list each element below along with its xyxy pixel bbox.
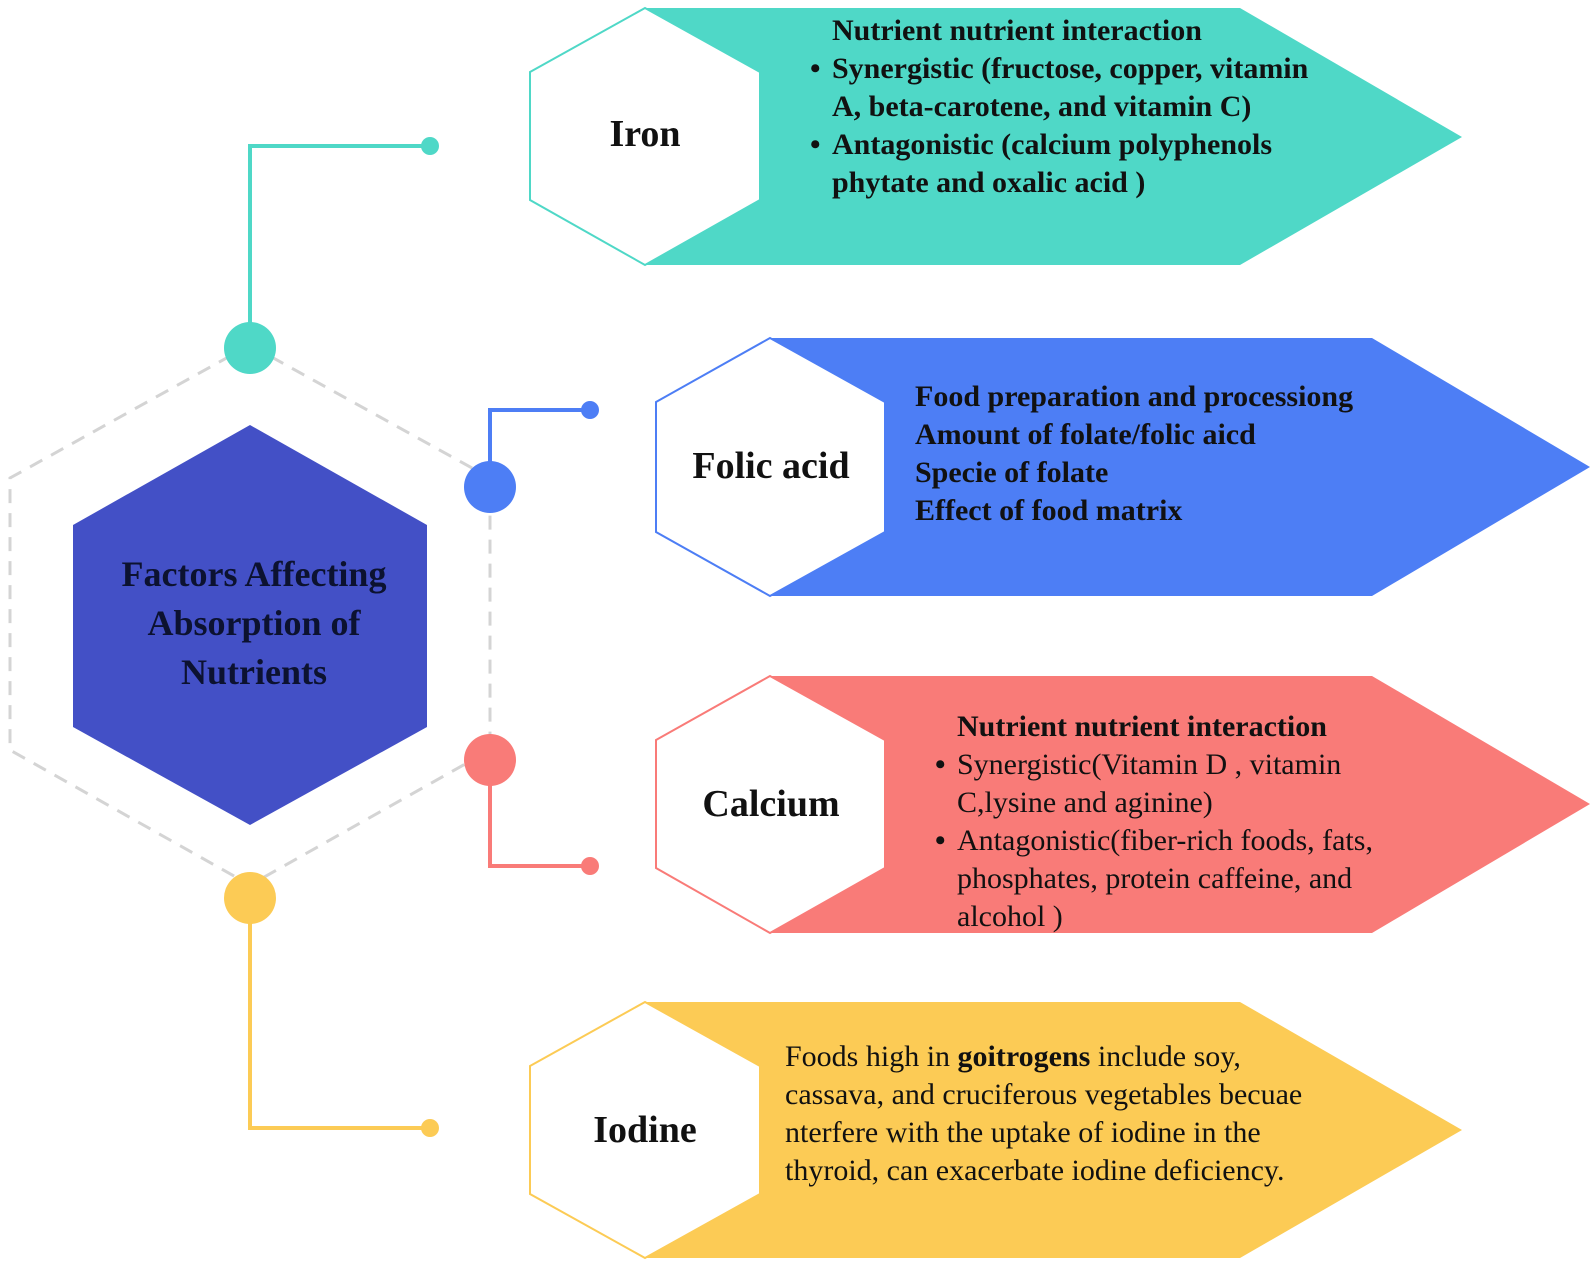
calcium-connector xyxy=(464,734,599,875)
calcium-bullet-synergistic: Synergistic(Vitamin D , vitamin C,lysine… xyxy=(935,746,1405,822)
iodine-connector xyxy=(224,872,439,1137)
folic-text: Food preparation and processiong Amount … xyxy=(915,378,1435,530)
folic-acid-label: Folic acid xyxy=(692,445,850,487)
iron-bullet-antagonistic: Antagonistic (calcium polyphenols phytat… xyxy=(810,126,1330,202)
folic-line-2: Amount of folate/folic aicd xyxy=(915,418,1256,451)
folic-line-3: Specie of folate xyxy=(915,456,1109,489)
center-hexagon xyxy=(73,425,427,825)
iron-heading: Nutrient nutrient interaction xyxy=(832,14,1202,47)
calcium-text: Nutrient nutrient interaction Synergisti… xyxy=(935,708,1405,936)
folic-connector xyxy=(464,401,599,513)
calcium-bullet-antagonistic: Antagonistic(fiber-rich foods, fats, pho… xyxy=(935,822,1405,936)
iodine-label: Iodine xyxy=(593,1109,697,1151)
folic-line-4: Effect of food matrix xyxy=(915,494,1183,527)
iron-bullet-synergistic: Synergistic (fructose, copper, vitamin A… xyxy=(810,50,1330,126)
iodine-text: Foods high in goitrogens include soy, ca… xyxy=(785,1038,1315,1190)
calcium-bullet-list: Synergistic(Vitamin D , vitamin C,lysine… xyxy=(935,746,1405,936)
iodine-text-after: include soy, cassava, and cruciferous ve… xyxy=(785,1040,1303,1187)
iodine-card xyxy=(529,1000,1462,1260)
folic-line-1: Food preparation and processiong xyxy=(915,380,1354,413)
iron-label: Iron xyxy=(609,113,681,155)
iron-connector xyxy=(224,137,439,374)
iodine-text-before: Foods high in xyxy=(785,1040,958,1073)
calcium-label: Calcium xyxy=(702,783,840,825)
iodine-text-goitrogens: goitrogens xyxy=(957,1040,1091,1073)
iron-bullet-list: Synergistic (fructose, copper, vitamin A… xyxy=(810,50,1330,202)
folic-card xyxy=(655,336,1590,598)
iron-text: Nutrient nutrient interaction Synergisti… xyxy=(810,12,1330,202)
calcium-heading: Nutrient nutrient interaction xyxy=(957,710,1327,743)
center-title: Factors Affecting Absorption of Nutrient… xyxy=(121,554,387,692)
